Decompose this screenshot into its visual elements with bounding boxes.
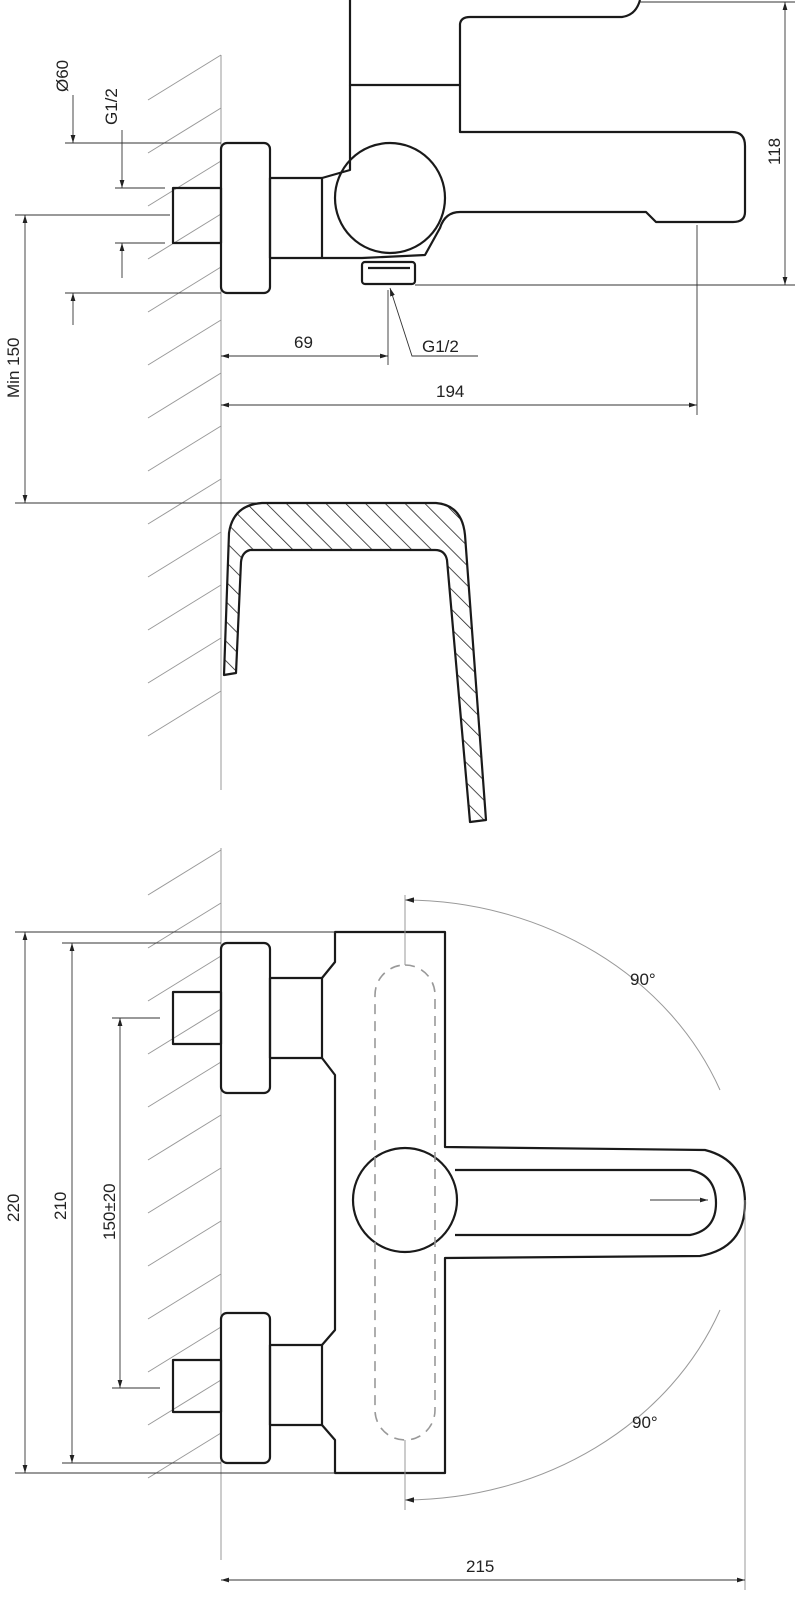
lever-slot [455, 1168, 718, 1237]
wall-hatch-line [147, 372, 222, 419]
rotation-arc-lower [404, 1309, 721, 1503]
wall-hatch-line [147, 54, 222, 101]
wall-hatch-line [147, 266, 222, 313]
top-view-faucet: 90° 90° [171, 895, 747, 1590]
dim-total-height: 220 [4, 1194, 23, 1222]
angle-lower: 90° [632, 1413, 658, 1432]
inlet-pipe [171, 186, 223, 245]
dim-inlet-spacing: 150±20 [100, 1183, 119, 1240]
inlet-pipe-lower [171, 1358, 223, 1414]
wall-hatch-line [147, 584, 222, 631]
wall-hatch-line [147, 1008, 222, 1055]
body-connector [268, 176, 324, 260]
connector-lower [268, 1343, 324, 1427]
wall-plate [219, 141, 272, 295]
wall-hatch-line [147, 425, 222, 472]
lever-rotated-outline [374, 964, 436, 1441]
diverter-knob [333, 141, 447, 255]
wall-hatch-line [147, 690, 222, 737]
wall-hatch-line [147, 902, 222, 949]
dim-diameter: Ø60 [53, 60, 72, 92]
wall-hatch-line [147, 1167, 222, 1214]
lever-knob [351, 1146, 459, 1254]
wall-hatch-line [147, 637, 222, 684]
angle-upper: 90° [630, 970, 656, 989]
wall-hatch-line [147, 849, 222, 896]
shower-outlet [360, 260, 417, 286]
dim-inlet-thread: G1/2 [102, 88, 121, 125]
dim-total-depth: 215 [466, 1557, 494, 1576]
spout-cross-section [222, 501, 488, 824]
wall-hatch-line [147, 1379, 222, 1426]
dim-outlet-thread: G1/2 [422, 337, 459, 356]
wall-hatch-line [147, 107, 222, 154]
wall-hatch-line [147, 160, 222, 207]
rotation-arc-upper [404, 897, 721, 1091]
wall-hatch-line [147, 1432, 222, 1479]
wall-plate-lower [219, 1311, 272, 1465]
wall-hatch-line [147, 478, 222, 525]
wall-upper [147, 54, 222, 790]
connector-upper [268, 976, 324, 1060]
top-view-dimensions: 220 210 150±20 215 [4, 931, 745, 1583]
lever-handle [348, 0, 642, 87]
wall-lower [147, 848, 222, 1560]
wall-hatch-line [147, 1114, 222, 1161]
wall-hatch-line [147, 1273, 222, 1320]
wall-hatch-line [147, 955, 222, 1002]
side-view-dimensions: Ø60 G1/2 Min 150 118 69 194 G1/2 [4, 1, 795, 504]
wall-hatch-line [147, 1326, 222, 1373]
wall-hatch-line [147, 213, 222, 260]
wall-plate-upper [219, 941, 272, 1095]
dim-spout-reach: 194 [436, 382, 464, 401]
wall-hatch-line [147, 531, 222, 578]
dim-body-height: 210 [51, 1192, 70, 1220]
inlet-pipe-upper [171, 990, 223, 1046]
wall-hatch-line [147, 1061, 222, 1108]
dim-height: 118 [765, 138, 784, 165]
mixer-body [321, 930, 747, 1475]
spout-body [321, 85, 747, 260]
wall-hatch-line [147, 1220, 222, 1267]
dim-outlet-offset: 69 [294, 333, 313, 352]
side-view-faucet [171, 0, 747, 295]
wall-hatch-line [147, 319, 222, 366]
dim-min-height: Min 150 [4, 338, 23, 398]
